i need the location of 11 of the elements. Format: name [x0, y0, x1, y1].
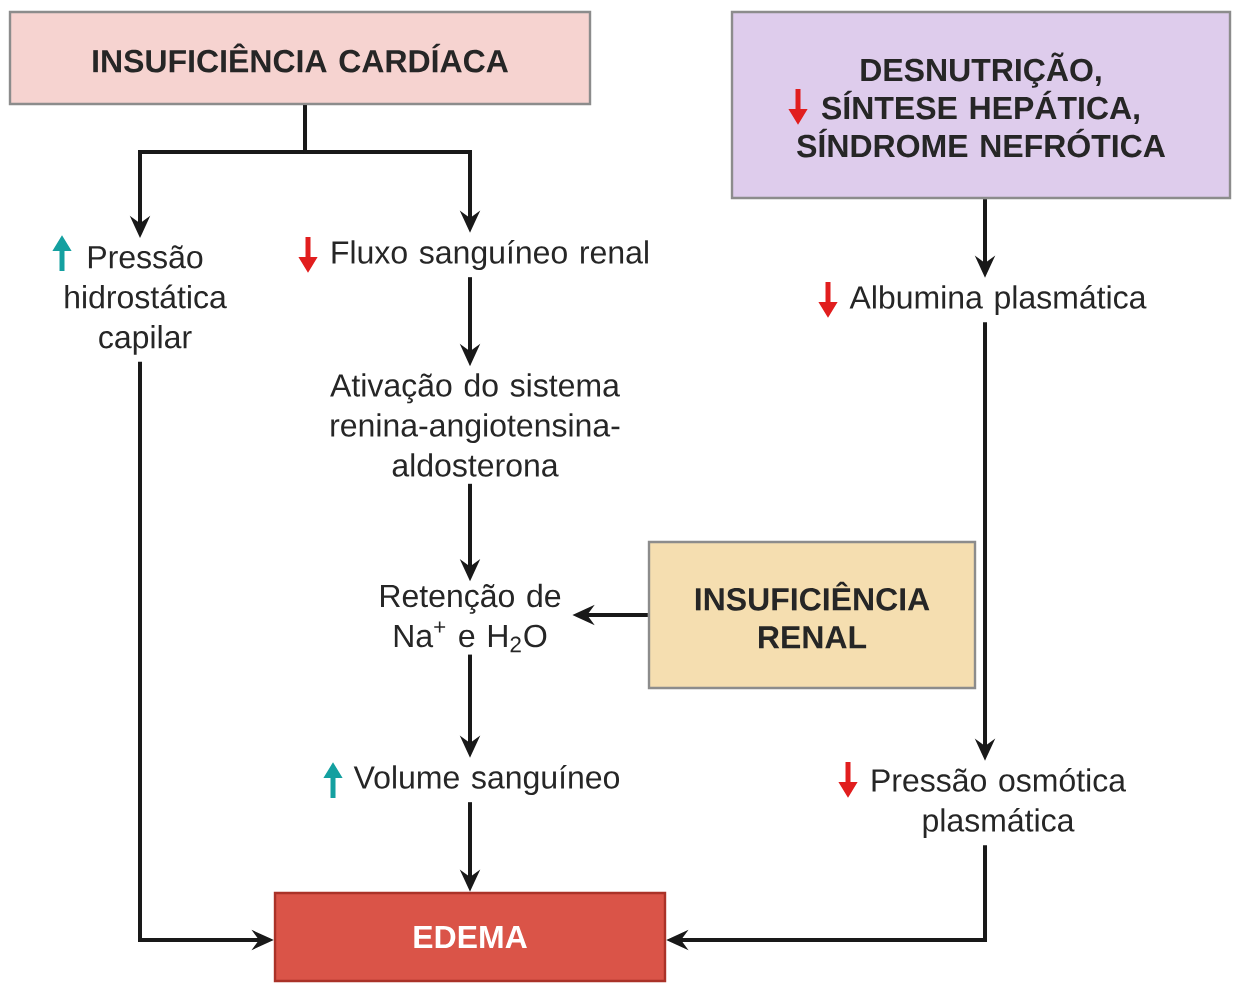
flow-text: Retenção de Na$^{+}$ e H$_{2}$O	[381, 583, 561, 653]
flow-text: Volume sanguíneo	[353, 764, 620, 796]
heading-box: INSUFICIÊNCIA CARDÍACA	[8, 10, 592, 106]
flow-text: Albumina plasmática	[849, 284, 1147, 316]
flow-text: Pressão hidrostática capilar	[65, 245, 227, 355]
flow-text: Pressão osmótica plasmática	[872, 767, 1126, 839]
heading-box: DESNUTRIÇÃO, SÍNTESE HEPÁTICA, SÍNDROME NEFRÓTICA	[730, 10, 1232, 200]
flow-text: Fluxo sanguíneo renal	[332, 239, 648, 271]
flow-text: Ativação do sistema renina-angiotensina-aldosterona	[330, 373, 620, 477]
result-box: EDEMA	[273, 891, 667, 983]
heading-box: INSUFICIÊNCIA RENAL	[647, 540, 977, 690]
